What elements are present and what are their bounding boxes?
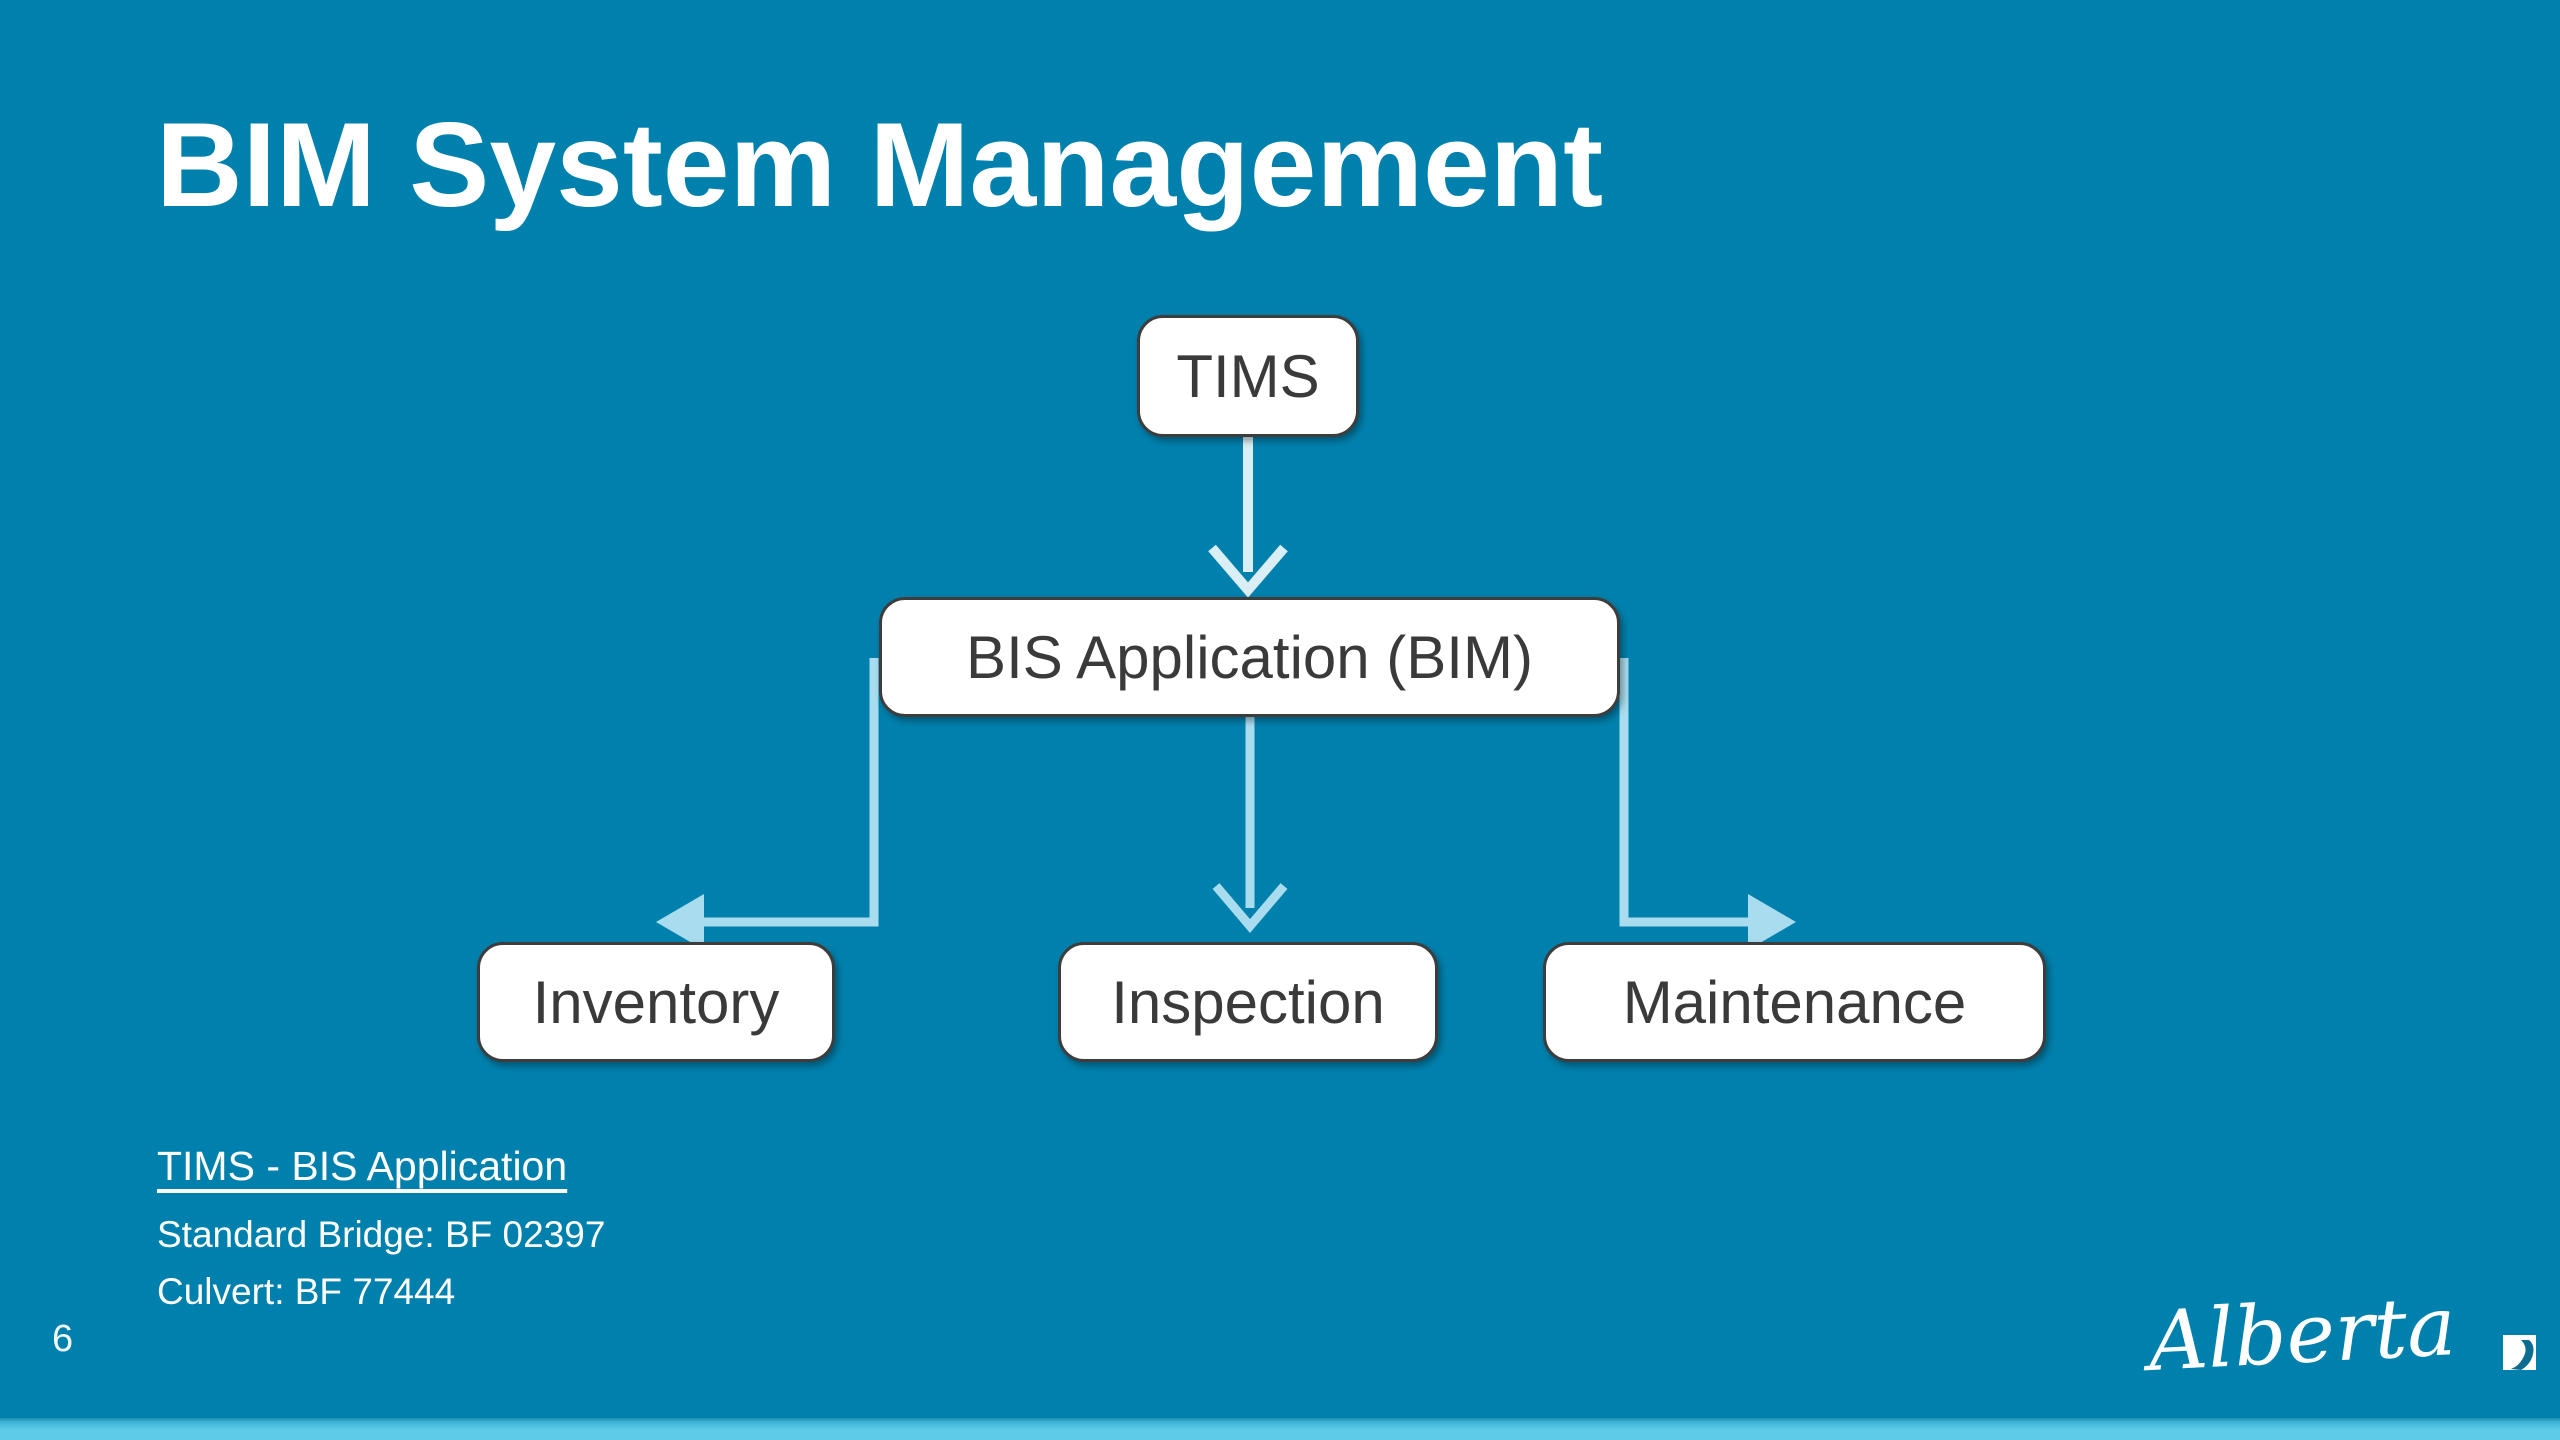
connector-bis-to-maintenance bbox=[1619, 658, 1796, 950]
diagram-node-maintenance: Maintenance bbox=[1543, 942, 2046, 1062]
legend-heading: TIMS - BIS Application bbox=[157, 1143, 568, 1189]
page-number: 6 bbox=[52, 1318, 74, 1360]
legend-line: Culvert: BF 77444 bbox=[157, 1271, 456, 1312]
alberta-logo: Alberta bbox=[2140, 1279, 2536, 1390]
node-label: Inspection bbox=[1111, 968, 1385, 1036]
slide-title: BIM System Management bbox=[156, 98, 1604, 232]
node-label: BIS Application (BIM) bbox=[966, 623, 1533, 691]
node-label: Maintenance bbox=[1622, 968, 1967, 1036]
connector-bis-to-inspection bbox=[1212, 716, 1288, 933]
legend-line: Standard Bridge: BF 02397 bbox=[157, 1214, 606, 1255]
diagram-node-tims: TIMS bbox=[1137, 315, 1359, 437]
alberta-logo-text: Alberta bbox=[2140, 1279, 2458, 1390]
node-label: TIMS bbox=[1176, 342, 1320, 410]
diagram-node-bis-application: BIS Application (BIM) bbox=[879, 597, 1620, 717]
legend: TIMS - BIS Application Standard Bridge: … bbox=[157, 1143, 605, 1328]
connector-tims-to-bis bbox=[1208, 437, 1288, 598]
footer-bar bbox=[0, 1418, 2560, 1440]
connector-bis-to-inventory bbox=[656, 658, 879, 950]
diagram-node-inspection: Inspection bbox=[1058, 942, 1438, 1062]
diagram-node-inventory: Inventory bbox=[477, 942, 835, 1062]
node-label: Inventory bbox=[532, 968, 780, 1036]
alberta-logo-mark-glyph bbox=[2511, 1340, 2534, 1370]
